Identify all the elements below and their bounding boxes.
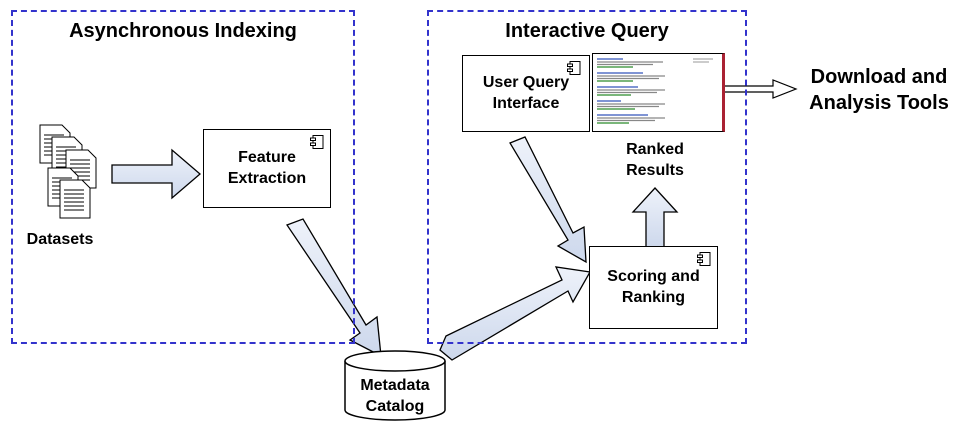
arrow-datasets-to-feature xyxy=(111,148,201,200)
region-title-query: Interactive Query xyxy=(505,20,669,42)
region-asynchronous-indexing: Asynchronous Indexing xyxy=(11,10,355,344)
results-preview-icon xyxy=(597,58,713,124)
user-query-interface-label: User Query Interface xyxy=(482,73,570,112)
arrow-feature-to-catalog xyxy=(285,218,382,358)
cylinder-icon xyxy=(344,350,446,421)
document-stack-icon xyxy=(39,124,97,219)
region-interactive-query: Interactive Query xyxy=(427,10,747,344)
download-analysis-tools-label: Download and Analysis Tools xyxy=(809,66,949,114)
ranked-results-label: Ranked Results xyxy=(626,141,684,179)
feature-extraction-label: Feature Extraction xyxy=(227,148,307,187)
datasets-label: Datasets xyxy=(26,231,94,248)
scoring-ranking-box: Scoring and Ranking xyxy=(589,246,718,329)
component-icon xyxy=(697,252,711,266)
arrow-results-to-download xyxy=(723,79,798,99)
feature-extraction-box: Feature Extraction xyxy=(203,129,331,208)
arrow-scoring-to-results xyxy=(631,187,679,248)
region-title-indexing: Asynchronous Indexing xyxy=(69,20,297,42)
component-icon xyxy=(310,135,324,149)
user-query-interface-box: User Query Interface xyxy=(462,55,590,132)
arrow-query-to-scoring xyxy=(509,136,587,264)
scoring-ranking-label: Scoring and Ranking xyxy=(607,267,700,306)
metadata-catalog-label: Metadata Catalog xyxy=(360,377,430,415)
component-icon xyxy=(567,61,581,75)
search-results-thumbnail xyxy=(592,53,725,132)
